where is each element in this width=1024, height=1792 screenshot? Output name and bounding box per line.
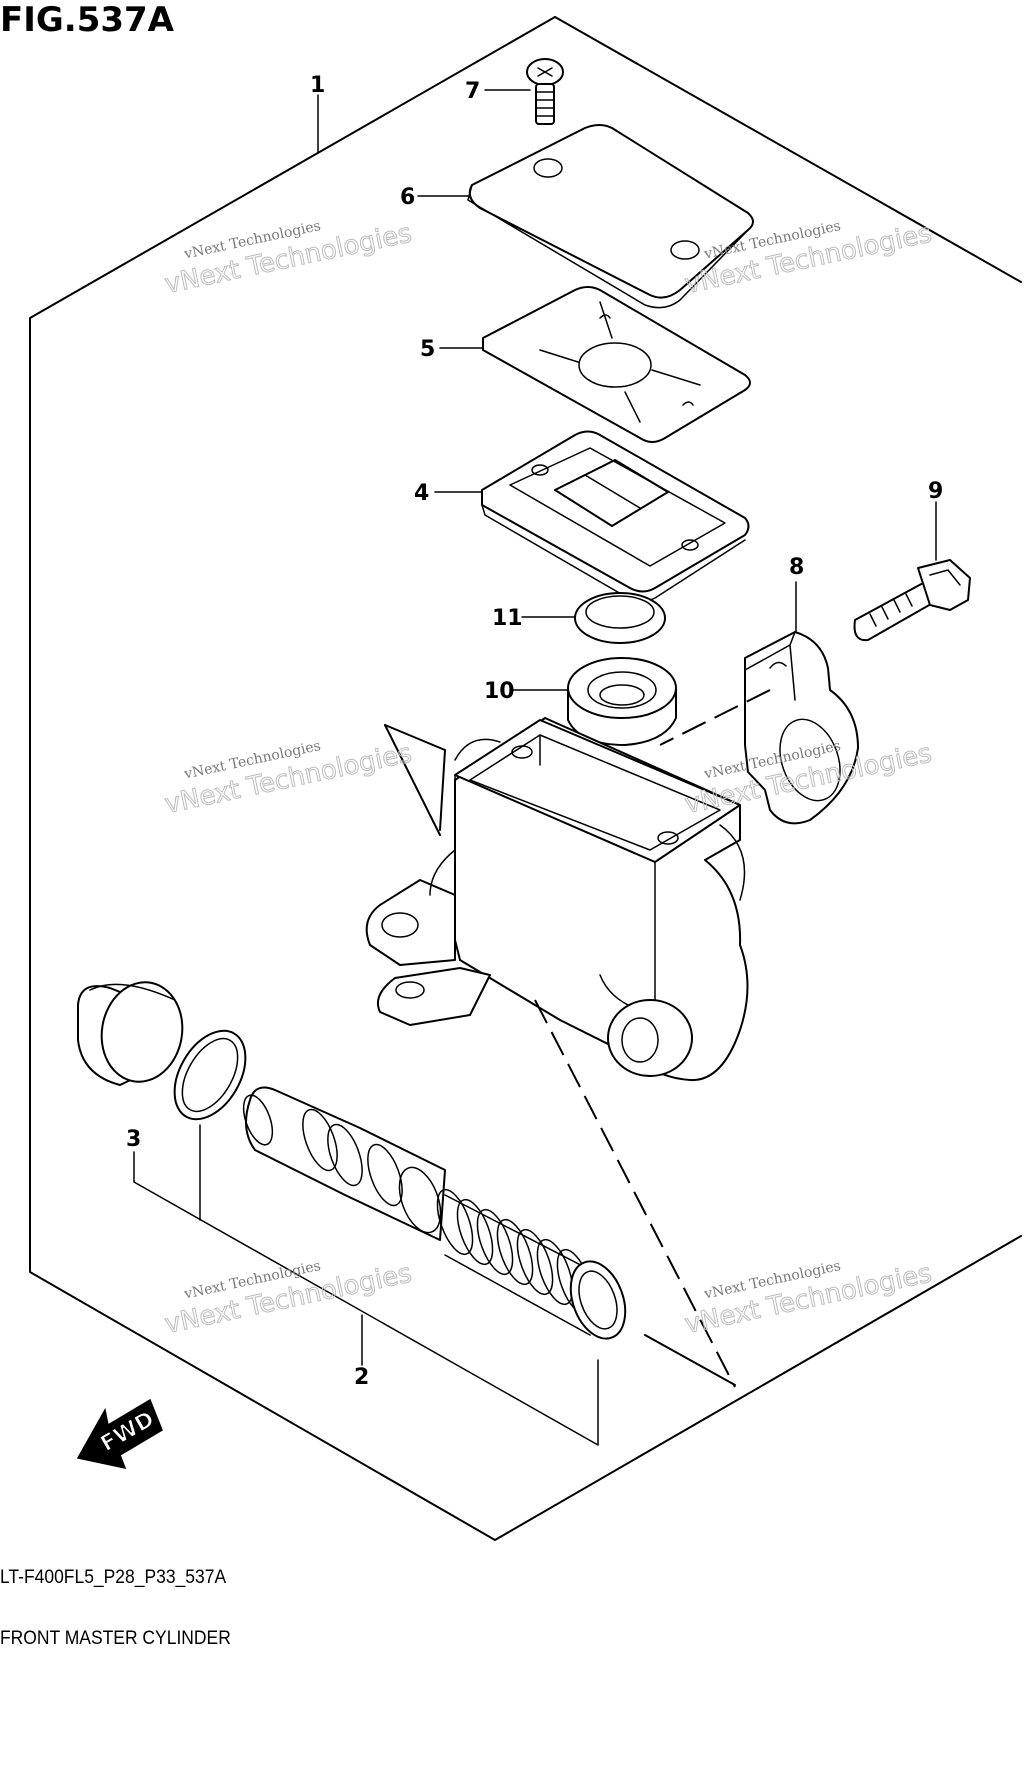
part-6-cap — [467, 124, 754, 309]
leader-3 — [133, 1151, 599, 1446]
assembly-line — [644, 1334, 736, 1386]
part-2-spring — [436, 1188, 627, 1340]
assembly-boundary — [554, 16, 1022, 283]
part-8-clamp — [744, 631, 859, 825]
part-2-circlip — [173, 1029, 247, 1121]
watermark: vNext Technologies vNext Technologies — [162, 738, 415, 821]
part-11-ring — [574, 592, 666, 644]
assembly-boundary-left — [29, 16, 1022, 1541]
part-9-bolt — [853, 559, 971, 642]
assembly-line — [659, 689, 771, 746]
part-5-plate — [482, 286, 751, 443]
callout-7: 7 — [465, 79, 480, 104]
callout-4: 4 — [414, 481, 429, 506]
diagram-name: FRONT MASTER CYLINDER — [0, 1628, 231, 1649]
callout-10: 10 — [484, 679, 515, 704]
assembly-line — [534, 999, 736, 1388]
callout-2: 2 — [354, 1365, 369, 1390]
assembly-line — [384, 724, 446, 831]
assembly-line — [384, 724, 441, 836]
callout-1: 1 — [310, 73, 325, 98]
callout-9: 9 — [928, 479, 943, 504]
part-3-boot — [77, 981, 184, 1086]
part-1-body — [365, 717, 749, 1082]
figure-title: FIG.537A — [0, 0, 174, 40]
part-4-diaphragm — [481, 430, 750, 602]
callout-11: 11 — [492, 606, 523, 631]
callout-8: 8 — [789, 555, 804, 580]
watermark: vNext Technologies vNext Technologies — [162, 1258, 415, 1341]
diagram-code: LT-F400FL5_P28_P33_537A — [0, 1567, 227, 1588]
part-7-screw — [526, 58, 564, 125]
part-2-piston — [242, 1086, 446, 1241]
part-10-boot — [567, 657, 677, 746]
fwd-arrow-icon: FWD — [76, 1398, 163, 1470]
watermark: vNext Technologies vNext Technologies — [162, 218, 415, 301]
callout-6: 6 — [400, 185, 415, 210]
watermark: vNext Technologies vNext Technologies — [682, 1258, 935, 1341]
callout-5: 5 — [420, 337, 435, 362]
callout-3: 3 — [126, 1127, 141, 1152]
